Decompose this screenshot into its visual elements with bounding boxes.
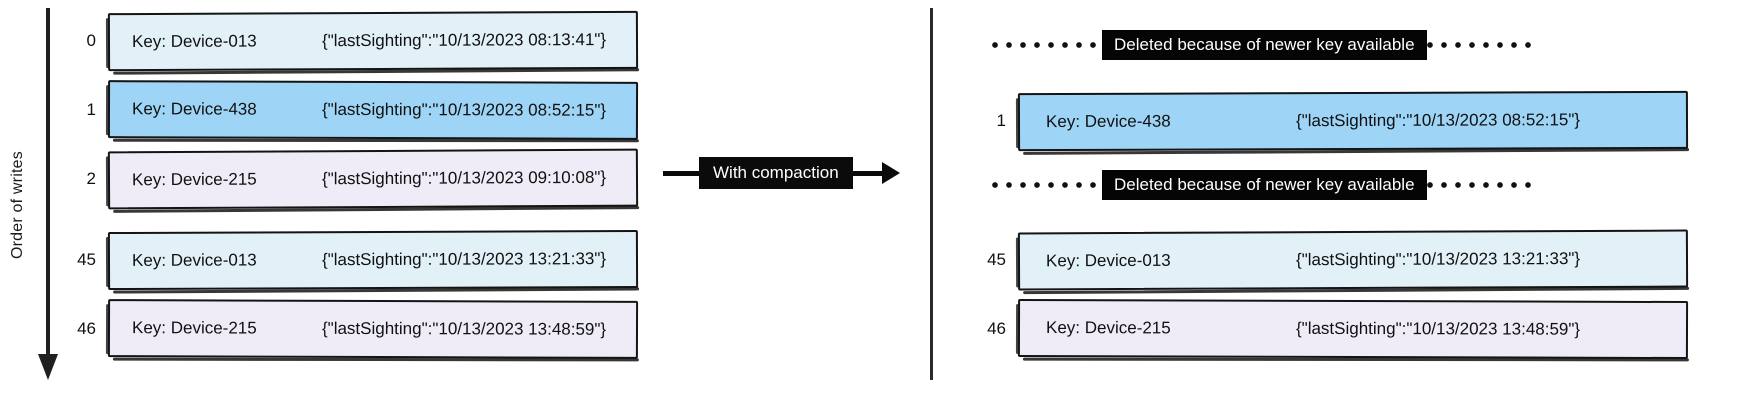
log-record[interactable]: Key: Device-438 {"lastSighting":"10/13/2… xyxy=(107,80,639,140)
table-row: 1 Key: Device-438 {"lastSighting":"10/13… xyxy=(972,90,1689,152)
log-record[interactable]: Key: Device-013 {"lastSighting":"10/13/2… xyxy=(107,10,639,72)
table-row: 0 Key: Device-013 {"lastSighting":"10/13… xyxy=(62,10,639,72)
record-key: Key: Device-013 xyxy=(131,250,257,270)
log-record[interactable]: Key: Device-013 {"lastSighting":"10/13/2… xyxy=(1017,229,1689,291)
order-of-writes-arrow-icon xyxy=(38,8,58,380)
with-compaction-transition: With compaction xyxy=(663,157,900,189)
panel-divider xyxy=(930,8,933,380)
compacted-log-panel: Deleted because of newer key available 1… xyxy=(930,0,1755,411)
arrow-head-icon xyxy=(881,162,900,184)
log-record[interactable]: Key: Device-438 {"lastSighting":"10/13/2… xyxy=(1017,90,1689,152)
table-row: 45 Key: Device-013 {"lastSighting":"10/1… xyxy=(62,229,639,291)
record-value: {"lastSighting":"10/13/2023 08:13:41"} xyxy=(321,29,607,51)
record-key: Key: Device-215 xyxy=(131,169,257,190)
log-record[interactable]: Key: Device-215 {"lastSighting":"10/13/2… xyxy=(107,148,639,210)
dotted-line-right xyxy=(1426,182,1537,188)
row-index: 0 xyxy=(86,31,96,50)
deleted-banner: Deleted because of newer key available xyxy=(992,30,1537,60)
record-key: Key: Device-215 xyxy=(1045,318,1171,338)
log-record[interactable]: Key: Device-013 {"lastSighting":"10/13/2… xyxy=(107,229,639,291)
row-index: 45 xyxy=(987,250,1006,269)
record-value: {"lastSighting":"10/13/2023 13:48:59"} xyxy=(1295,318,1581,339)
deleted-banner: Deleted because of newer key available xyxy=(992,170,1537,200)
order-of-writes-label: Order of writes xyxy=(9,151,26,259)
row-index: 45 xyxy=(77,250,96,269)
row-index: 2 xyxy=(86,169,96,188)
row-index: 46 xyxy=(987,319,1006,338)
record-key: Key: Device-013 xyxy=(1045,250,1171,271)
record-key: Key: Device-438 xyxy=(1045,111,1171,132)
row-index: 46 xyxy=(77,319,96,338)
arrow-line xyxy=(663,170,699,176)
table-row: 2 Key: Device-215 {"lastSighting":"10/13… xyxy=(62,148,639,210)
dotted-line-right xyxy=(1426,42,1537,48)
uncompacted-log-panel: Order of writes 0 Key: Device-013 {"last… xyxy=(0,0,930,411)
log-record[interactable]: Key: Device-215 {"lastSighting":"10/13/2… xyxy=(107,299,639,359)
log-record[interactable]: Key: Device-215 {"lastSighting":"10/13/2… xyxy=(1017,298,1689,360)
row-index: 1 xyxy=(86,100,96,119)
record-value: {"lastSighting":"10/13/2023 08:52:15"} xyxy=(321,99,607,120)
record-value: {"lastSighting":"10/13/2023 09:10:08"} xyxy=(321,167,607,189)
dotted-line-left xyxy=(992,42,1102,48)
table-row: 46 Key: Device-215 {"lastSighting":"10/1… xyxy=(972,298,1689,360)
record-value: {"lastSighting":"10/13/2023 13:48:59"} xyxy=(321,318,607,339)
record-key: Key: Device-215 xyxy=(131,318,257,338)
record-value: {"lastSighting":"10/13/2023 08:52:15"} xyxy=(1295,110,1581,131)
record-key: Key: Device-013 xyxy=(131,31,257,52)
with-compaction-label: With compaction xyxy=(699,157,853,189)
row-index: 1 xyxy=(996,111,1006,130)
table-row: 46 Key: Device-215 {"lastSighting":"10/1… xyxy=(62,299,639,359)
record-key: Key: Device-438 xyxy=(131,99,257,119)
deleted-banner-label: Deleted because of newer key available xyxy=(1102,30,1427,60)
arrow-tail xyxy=(852,170,883,176)
table-row: 1 Key: Device-438 {"lastSighting":"10/13… xyxy=(62,80,639,140)
deleted-banner-label: Deleted because of newer key available xyxy=(1102,170,1427,200)
dotted-line-left xyxy=(992,182,1102,188)
record-value: {"lastSighting":"10/13/2023 13:21:33"} xyxy=(1295,249,1581,270)
record-value: {"lastSighting":"10/13/2023 13:21:33"} xyxy=(321,249,607,270)
table-row: 45 Key: Device-013 {"lastSighting":"10/1… xyxy=(972,229,1689,291)
